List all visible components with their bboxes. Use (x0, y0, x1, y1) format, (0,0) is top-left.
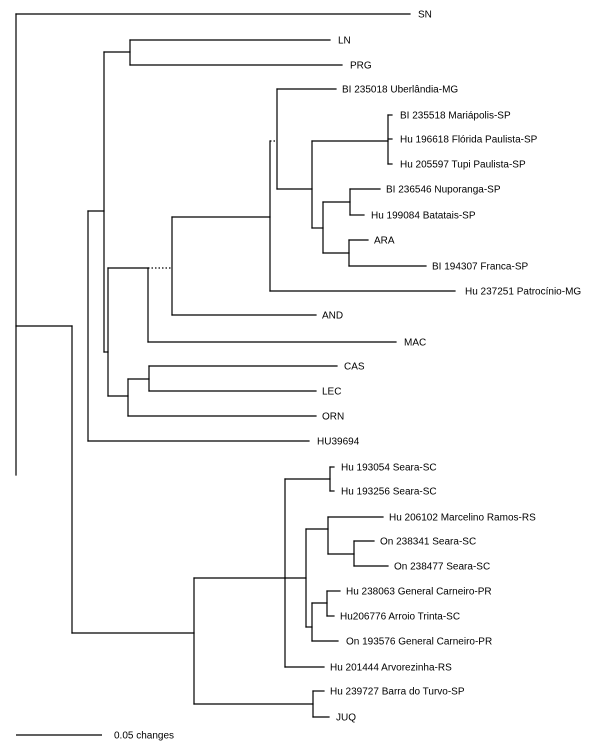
leaf-label-LN: LN (338, 36, 351, 47)
leaf-label-CAS: CAS (344, 362, 365, 373)
scale-bar: 0.05 changes (16, 731, 174, 742)
leaf-label-Hu237251: Hu 237251 Patrocínio-MG (465, 287, 581, 298)
leaf-label-Hu206102: Hu 206102 Marcelino Ramos-RS (389, 513, 536, 524)
leaf-label-Hu205597: Hu 205597 Tupi Paulista-SP (400, 160, 526, 171)
leaf-label-Hu238063: Hu 238063 General Carneiro-PR (346, 587, 492, 598)
leaf-label-Hu193054: Hu 193054 Seara-SC (341, 463, 437, 474)
leaf-label-LEC: LEC (322, 387, 341, 398)
leaf-label-PRG: PRG (350, 61, 372, 72)
leaf-label-BI235018: BI 235018 Uberlândia-MG (342, 85, 458, 96)
leaf-label-MAC: MAC (404, 338, 426, 349)
leaf-label-Hu239727: Hu 239727 Barra do Turvo-SP (330, 687, 465, 698)
leaf-labels: SN LN PRG BI 235018 Uberlândia-MG BI 235… (317, 10, 581, 724)
tree-branches (15, 13, 456, 718)
leaf-label-Hu193256: Hu 193256 Seara-SC (341, 487, 437, 498)
scale-bar-label: 0.05 changes (114, 731, 174, 742)
leaf-label-HU39694: HU39694 (317, 437, 360, 448)
leaf-label-On238341: On 238341 Seara-SC (380, 537, 476, 548)
leaf-label-On238477: On 238477 Seara-SC (394, 562, 490, 573)
leaf-label-Hu206776: Hu206776 Arroio Trinta-SC (340, 612, 460, 623)
leaf-label-BI235518: BI 235518 Mariápolis-SP (400, 111, 511, 122)
leaf-label-Hu199084: Hu 199084 Batatais-SP (371, 211, 476, 222)
leaf-label-ORN: ORN (322, 412, 344, 423)
dotted-branches (148, 140, 277, 269)
leaf-label-On193576: On 193576 General Carneiro-PR (346, 637, 492, 648)
leaf-label-BI236546: BI 236546 Nuporanga-SP (386, 185, 501, 196)
leaf-label-AND: AND (322, 311, 343, 322)
leaf-label-Hu201444: Hu 201444 Arvorezinha-RS (330, 663, 452, 674)
leaf-label-BI194307: BI 194307 Franca-SP (432, 262, 528, 273)
leaf-label-ARA: ARA (374, 236, 395, 247)
leaf-label-Hu196618: Hu 196618 Flórida Paulista-SP (400, 135, 538, 146)
leaf-label-JUQ: JUQ (336, 713, 356, 724)
leaf-label-SN: SN (418, 10, 432, 21)
